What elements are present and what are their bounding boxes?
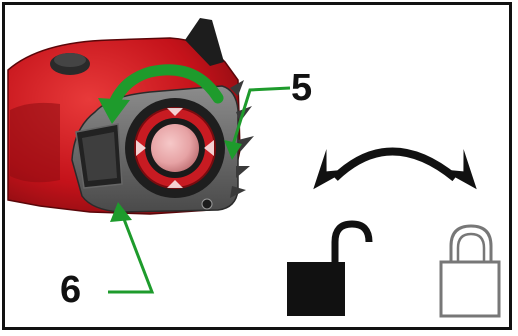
- tensioning-knob: [125, 98, 225, 198]
- locked-padlock-icon: [441, 226, 499, 316]
- callout-6-label: 6: [60, 269, 81, 311]
- unlocked-padlock-icon: [287, 224, 369, 316]
- callout-5-label: 5: [291, 67, 312, 109]
- callout-6-leader: [108, 202, 152, 292]
- double-headed-arrow-icon: [313, 148, 476, 195]
